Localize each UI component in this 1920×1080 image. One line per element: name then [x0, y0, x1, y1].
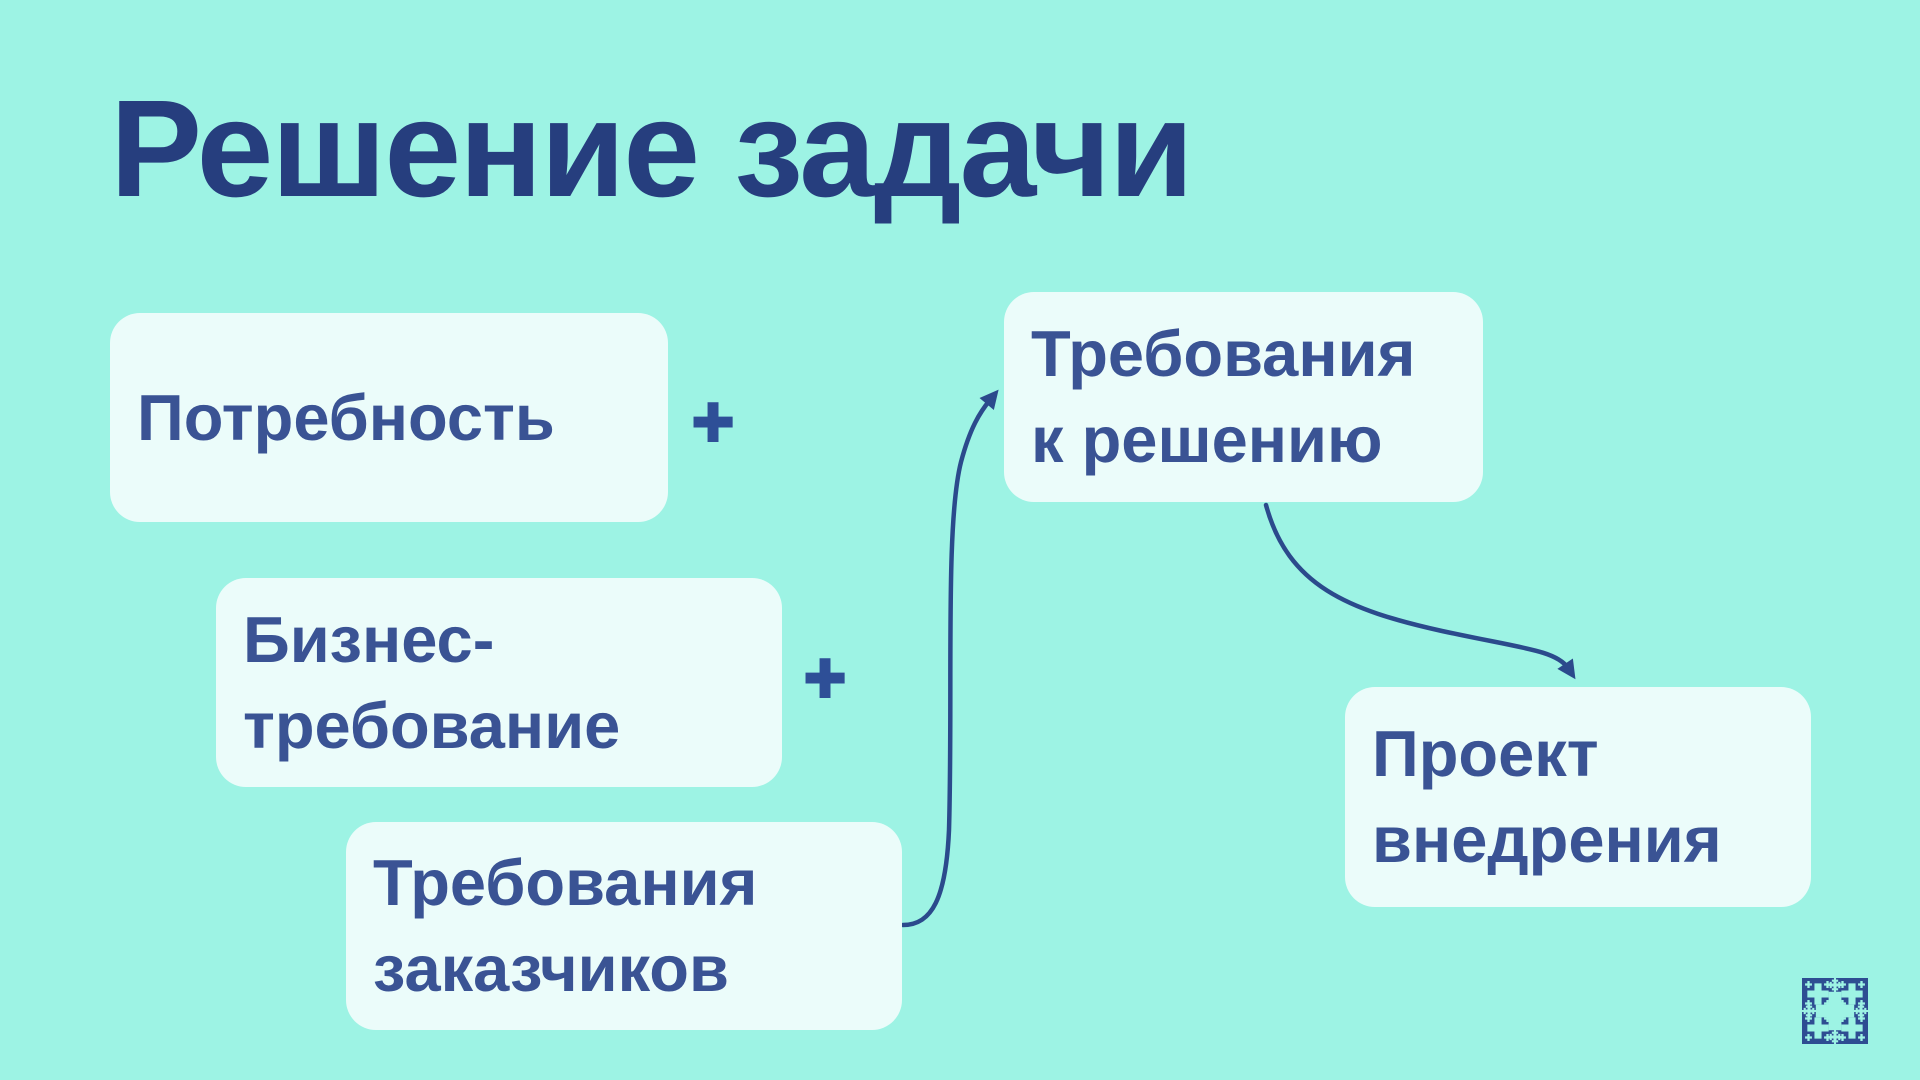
box-implementation-project: Проект внедрения [1345, 687, 1811, 907]
box-customer-requirements-label: Требования заказчиков [373, 846, 758, 1005]
box-solution-requirements-label: Требования к решению [1031, 317, 1416, 476]
box-need-label: Потребность [137, 380, 555, 454]
box-need: Потребность [110, 313, 668, 522]
plus-operator-1: + [690, 382, 735, 462]
box-solution-requirements: Требования к решению [1004, 292, 1483, 502]
box-business-requirement-label: Бизнес- требование [243, 602, 621, 762]
box-customer-requirements: Требования заказчиков [346, 822, 902, 1030]
fractal-logo-icon [1802, 978, 1868, 1044]
slide-title: Решение задачи [110, 72, 1194, 226]
plus-operator-2: + [802, 638, 847, 718]
arrow-customer-to-solution [900, 389, 999, 928]
box-implementation-project-label: Проект внедрения [1372, 717, 1722, 876]
arrow-solution-to-project [1263, 502, 1576, 680]
box-business-requirement: Бизнес- требование [216, 578, 782, 787]
